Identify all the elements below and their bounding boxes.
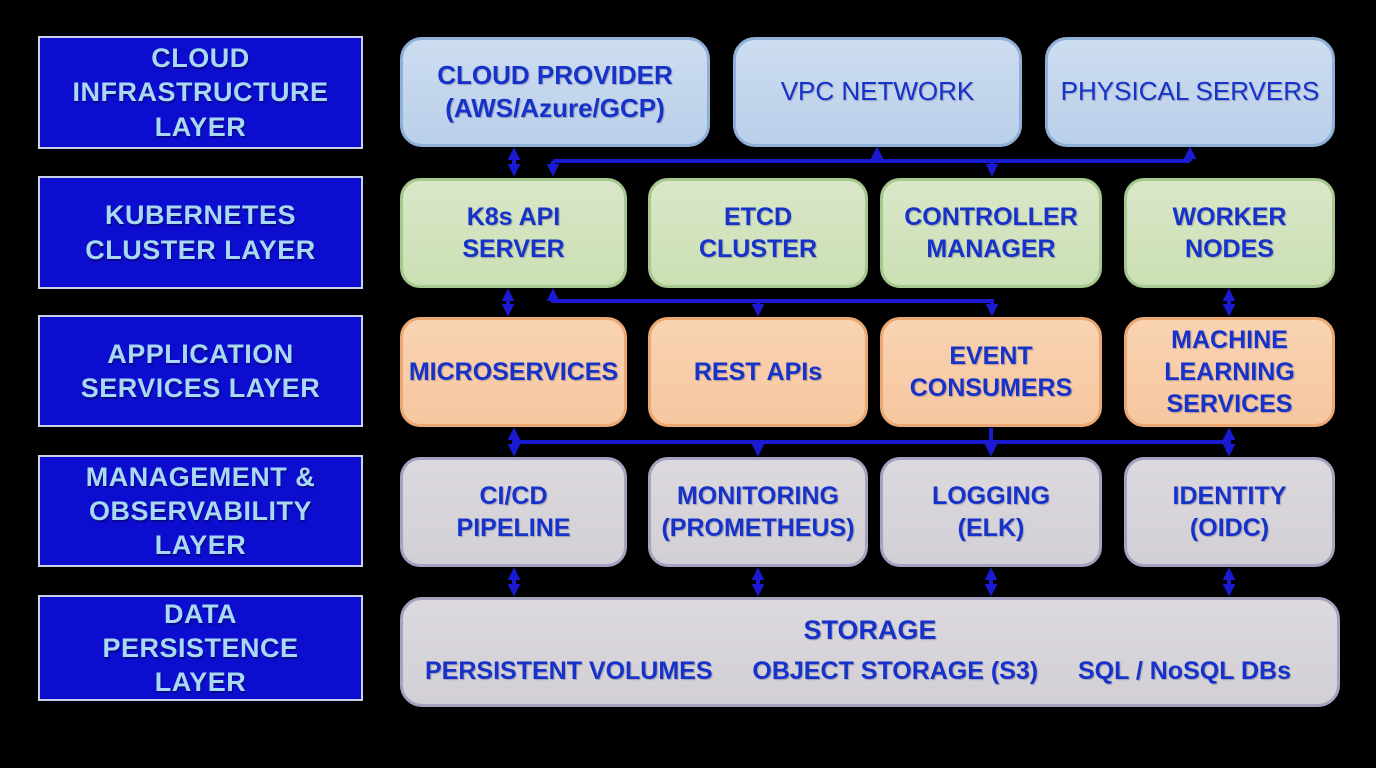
storage-title: STORAGE bbox=[803, 615, 937, 646]
storage-item-object-storage: OBJECT STORAGE (S3) bbox=[752, 656, 1039, 685]
node-controller-manager: CONTROLLER MANAGER bbox=[880, 178, 1102, 288]
layer-label-management-observability: MANAGEMENT & OBSERVABILITY LAYER bbox=[38, 455, 363, 567]
node-storage: STORAGE PERSISTENT VOLUMES OBJECT STORAG… bbox=[400, 597, 1340, 707]
connectors-cloud-kubernetes bbox=[507, 146, 1197, 177]
node-vpc-network: VPC NETWORK bbox=[733, 37, 1022, 147]
layer-label-application-services: APPLICATION SERVICES LAYER bbox=[38, 315, 363, 427]
node-identity: IDENTITY (OIDC) bbox=[1124, 457, 1335, 567]
connectors-management-storage bbox=[507, 567, 1236, 597]
node-microservices: MICROSERVICES bbox=[400, 317, 627, 427]
node-etcd-cluster: ETCD CLUSTER bbox=[648, 178, 868, 288]
node-cicd-pipeline: CI/CD PIPELINE bbox=[400, 457, 627, 567]
layer-label-data-persistence: DATA PERSISTENCE LAYER bbox=[38, 595, 363, 701]
node-cloud-provider: CLOUD PROVIDER (AWS/Azure/GCP) bbox=[400, 37, 710, 147]
node-rest-apis: REST APIs bbox=[648, 317, 868, 427]
storage-item-sql-nosql: SQL / NoSQL DBs bbox=[1077, 656, 1291, 685]
layer-label-cloud-infrastructure: CLOUD INFRASTRUCTURE LAYER bbox=[38, 36, 363, 149]
node-logging: LOGGING (ELK) bbox=[880, 457, 1102, 567]
node-monitoring: MONITORING (PROMETHEUS) bbox=[648, 457, 868, 567]
node-worker-nodes: WORKER NODES bbox=[1124, 178, 1335, 288]
node-k8s-api-server: K8s API SERVER bbox=[400, 178, 627, 288]
node-event-consumers: EVENT CONSUMERS bbox=[880, 317, 1102, 427]
layer-label-kubernetes-cluster: KUBERNETES CLUSTER LAYER bbox=[38, 176, 363, 289]
connectors-kubernetes-application bbox=[501, 288, 1236, 317]
storage-items: PERSISTENT VOLUMES OBJECT STORAGE (S3) S… bbox=[403, 655, 1337, 687]
connectors-application-management bbox=[507, 427, 1236, 457]
storage-item-persistent-volumes: PERSISTENT VOLUMES bbox=[425, 656, 713, 685]
node-machine-learning-services: MACHINE LEARNING SERVICES bbox=[1124, 317, 1335, 427]
node-physical-servers: PHYSICAL SERVERS bbox=[1045, 37, 1335, 147]
